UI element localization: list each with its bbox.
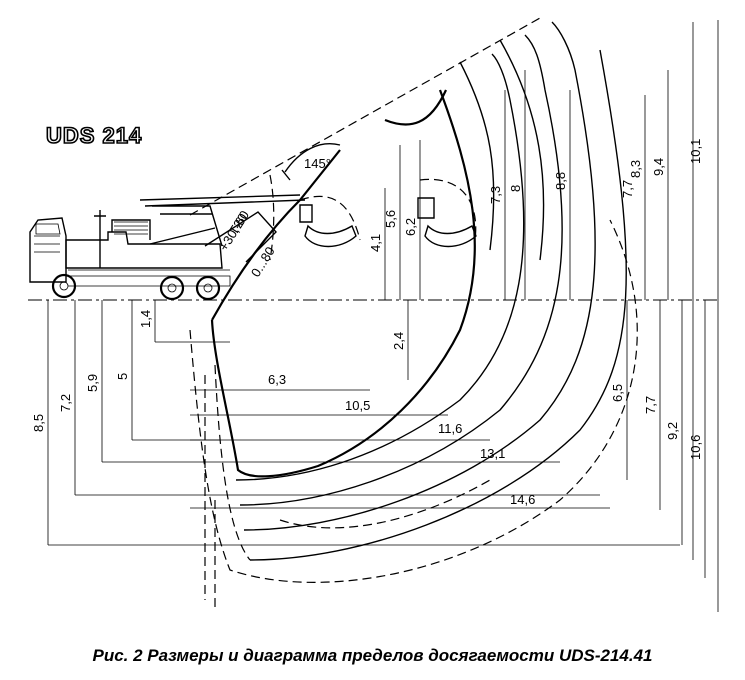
dim-label: 4,1 — [368, 234, 383, 252]
reach-diagram: UDS 214 — [28, 17, 719, 612]
dim-label: 6,3 — [268, 372, 286, 387]
dim-label: 2,4 — [391, 332, 406, 350]
boom-limit-line — [189, 17, 541, 216]
dim-label: 9,2 — [665, 422, 680, 440]
dim-label: 10,6 — [688, 435, 703, 460]
dim-label: 8,8 — [553, 172, 568, 190]
bucket-icon — [417, 197, 477, 248]
angle-label-bucket: 145° — [304, 156, 331, 171]
vertical-dimensions — [47, 70, 706, 578]
dim-label: 8,5 — [31, 414, 46, 432]
angle-label-arm-range: 0...80 — [248, 244, 278, 280]
dashed-envelopes — [189, 174, 638, 612]
dim-label: 11,6 — [438, 421, 462, 436]
dim-label: 5,9 — [85, 374, 100, 392]
dim-label: 5 — [115, 373, 130, 380]
dim-label: 10,5 — [345, 398, 370, 413]
logo-text: UDS 214 — [46, 123, 142, 148]
bucket-icon — [299, 204, 357, 248]
dim-label: 7,7 — [643, 396, 658, 414]
truck — [29, 205, 231, 301]
dim-label: 13,1 — [480, 446, 505, 461]
figure-caption: Рис. 2 Размеры и диаграмма пределов дося… — [92, 646, 653, 665]
dim-label: 8,3 — [628, 160, 643, 178]
dim-label: 14,6 — [510, 492, 535, 507]
dim-label: 5,6 — [383, 210, 398, 228]
boom — [139, 194, 306, 263]
dim-label: 8 — [508, 185, 523, 192]
dim-label: 7,2 — [58, 394, 73, 412]
dim-label: 9,4 — [651, 158, 666, 176]
reach-envelopes — [210, 21, 627, 561]
dim-label: 7,7 — [620, 180, 635, 198]
dim-label: 1,4 — [138, 310, 153, 328]
dim-label: 7,3 — [488, 186, 503, 204]
dim-label: 6,5 — [610, 384, 625, 402]
horizontal-dimensions — [48, 341, 680, 546]
dim-label: 6,2 — [403, 218, 418, 236]
dim-label: 10,1 — [688, 139, 703, 164]
